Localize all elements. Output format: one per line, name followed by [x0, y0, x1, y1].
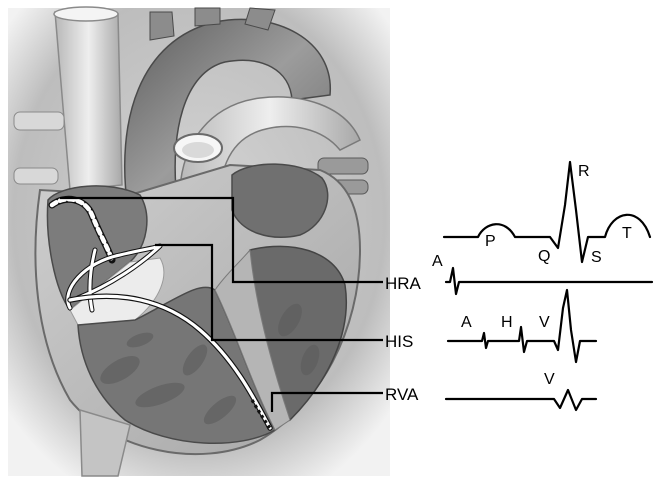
ecg-wave-t: T	[622, 225, 632, 242]
his-deflection-v: V	[539, 314, 550, 331]
hra-trace	[446, 268, 652, 294]
his-electrogram: A H V	[448, 290, 596, 362]
surface-ecg-trace	[444, 162, 650, 262]
ecg-wave-r: R	[578, 163, 590, 180]
rva-deflection-v: V	[544, 371, 555, 388]
rva-trace	[446, 390, 596, 410]
surface-ecg: P Q R S T	[444, 162, 650, 266]
ecg-wave-p: P	[485, 233, 496, 250]
heart-illustration	[8, 7, 390, 476]
hra-deflection-a: A	[432, 253, 443, 270]
ecg-wave-q: Q	[538, 248, 550, 265]
lead-label-hra: HRA	[385, 274, 422, 293]
rva-electrogram: V	[446, 371, 596, 410]
lead-label-rva: RVA	[385, 385, 419, 404]
left-atrium	[232, 164, 328, 237]
his-deflection-a: A	[461, 314, 472, 331]
his-deflection-h: H	[501, 314, 513, 331]
lead-label-his: HIS	[385, 332, 413, 351]
ecg-wave-s: S	[591, 249, 602, 266]
